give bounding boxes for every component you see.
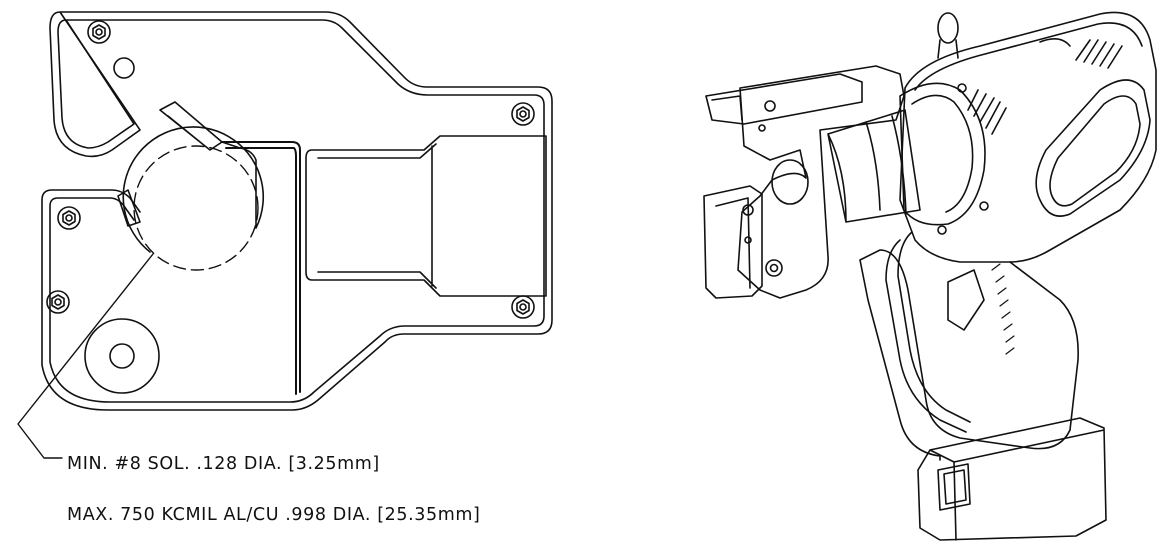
side-window [1035, 79, 1151, 217]
max-capacity-spec: MAX. 750 KCMIL AL/CU .998 DIA. [25.35mm] [67, 505, 481, 525]
vent-slots-side [967, 89, 1007, 135]
hydraulic-cylinder [827, 109, 921, 223]
pistol-grip [859, 249, 1079, 461]
callout-leader [17, 253, 154, 459]
body-divider [221, 141, 301, 395]
crimping-tool-isometric-view [703, 11, 1157, 541]
pivot-boss [84, 318, 160, 394]
upper-jaw-plate-inner [49, 19, 545, 403]
grip-texture [991, 263, 1015, 355]
cylinder-housing [305, 135, 547, 297]
motor-housing [899, 11, 1157, 263]
battery-latch [937, 463, 971, 511]
crimp-head-front-view [17, 11, 553, 459]
jaw-notch-upper [159, 101, 223, 151]
die-opening-iso [771, 159, 809, 205]
pivot-hole [109, 343, 135, 369]
battery-pack [917, 417, 1107, 541]
min-capacity-spec: MIN. #8 SOL. .128 DIA. [3.25mm] [67, 454, 380, 474]
die-capacity-circle [133, 145, 259, 271]
hex-bolt-bottom-right [511, 295, 535, 319]
hanging-ring [937, 12, 959, 44]
head-pin-hole [765, 259, 783, 277]
hex-bolt-left-middle [57, 206, 81, 230]
die-opening [122, 126, 265, 253]
die-jaw-lower [703, 185, 763, 299]
trigger-guard [885, 231, 971, 433]
hex-bolt-left-lower [46, 290, 70, 314]
crimp-head-block [737, 65, 905, 299]
upper-jaw-plate [41, 11, 553, 411]
pin-hole-top [113, 57, 135, 79]
cylinder-housing-inner [317, 143, 437, 289]
collar [899, 82, 986, 226]
vent-slots-top [1039, 38, 1123, 69]
hex-bolt-top-left [87, 20, 111, 44]
trigger [947, 269, 985, 331]
hex-bolt-top-right [511, 102, 535, 126]
die-jaw-upper [705, 73, 863, 125]
jaw-notch-lower [117, 189, 141, 227]
